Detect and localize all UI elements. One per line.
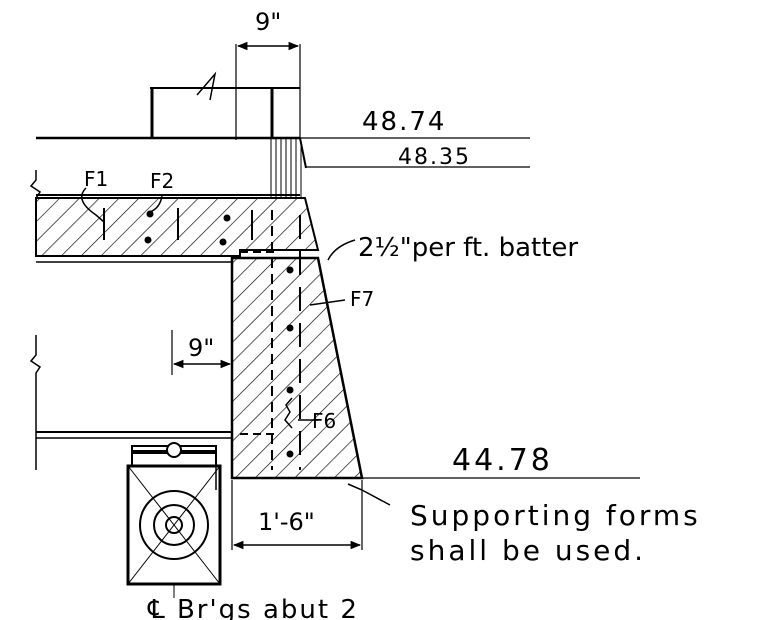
- girder: [36, 255, 232, 439]
- break-marks: [29, 170, 42, 470]
- label-f1: F1: [84, 167, 108, 191]
- elevation-bottom: 44.78: [452, 443, 553, 478]
- elevation-top-lower: 48.35: [398, 145, 471, 170]
- rebar-dots: [144, 210, 294, 458]
- label-f6: F6: [312, 409, 336, 433]
- deck-top: [36, 136, 307, 198]
- bearing-assembly: [126, 442, 222, 598]
- abutment-wall: [230, 210, 364, 480]
- slab-bars: [103, 208, 253, 240]
- caption: ℄ Br'gs abut 2: [147, 595, 359, 620]
- base-width-label: 1'-6": [258, 508, 315, 536]
- note-line-1: Supporting forms: [410, 499, 701, 532]
- batter-note: 2½"per ft. batter: [358, 233, 578, 263]
- side-offset-label: 9": [188, 334, 214, 362]
- label-f7: F7: [350, 287, 374, 311]
- railing: [150, 71, 300, 138]
- leaders: [81, 187, 391, 506]
- side-dimension: [171, 330, 232, 375]
- f6-bracket: [284, 397, 318, 429]
- elevation-top-upper: 48.74: [362, 107, 446, 137]
- base-dimension: [231, 480, 363, 550]
- label-f2: F2: [150, 169, 174, 193]
- annotations: 9" 48.74 48.35 F1 F2 2½"per ft. batter F…: [84, 8, 701, 620]
- note-line-2: shall be used.: [410, 534, 646, 567]
- top-dimension: [235, 41, 301, 140]
- top-width-label: 9": [255, 8, 281, 36]
- elevation-lines: [300, 137, 640, 479]
